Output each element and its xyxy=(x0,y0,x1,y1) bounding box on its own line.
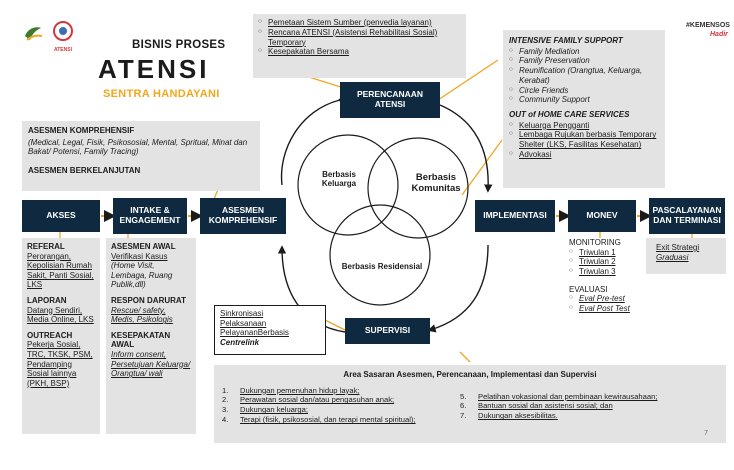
evaluasi-title: EVALUASI xyxy=(569,284,608,294)
hashtag-sub: Hadir xyxy=(710,31,728,38)
asesmen-panel-detail: (Medical, Legal, Fisik, Psikososial, Men… xyxy=(28,137,248,157)
referal-title: REFERAL xyxy=(27,242,65,251)
kesepakatan-title: KESEPAKATAN AWAL xyxy=(111,330,171,350)
hashtag: #KEMENSOS xyxy=(686,22,730,29)
asesmen-panel-title: ASESMEN KOMPREHENSIF xyxy=(28,126,135,135)
intensive-item: Circle Friends xyxy=(509,86,659,96)
outreach-text: Pekerja Sosial, TRC, TKSK, PSM, Pendampi… xyxy=(27,340,93,388)
pasca-line: Exit Strategi xyxy=(656,243,700,252)
connector-line xyxy=(437,59,499,101)
area-sasaran-list-left: 1.Dukungan pemenuhan hidup layak; 2.Pera… xyxy=(222,386,460,425)
sinkron-line: Centrelink xyxy=(220,337,260,347)
monitoring-title: MONITORING xyxy=(569,238,621,247)
kemensos-logo xyxy=(22,22,44,44)
top-bullet-item: Pemetaan Sistem Sumber (penvedia layanan… xyxy=(258,18,461,28)
area-sasaran-item: 5.Pelatihan vokasional dan pembinaan kew… xyxy=(460,391,658,401)
area-sasaran-item: 6.Bantuan sosial dan asistensi sosial; d… xyxy=(460,401,613,411)
connector-line xyxy=(461,139,503,196)
area-sasaran-item: 2.Perawatan sosial dan/atau pengasuhan a… xyxy=(222,395,395,405)
family-support-panel: INTENSIVE FAMILY SUPPORT Family Mediatio… xyxy=(503,30,665,188)
connector-line xyxy=(459,351,471,363)
intake-detail-panel: ASESMEN AWAL Verifikasi Kasus (Home Visi… xyxy=(106,238,196,434)
flow-box-akses: AKSES xyxy=(22,200,100,232)
title-line1: BISNIS PROSES xyxy=(132,39,226,51)
pasca-line: Graduasi xyxy=(656,252,689,262)
sinkron-line: Pelaksanaan xyxy=(220,318,267,328)
asesmen-awal-text2: (Home Visit, Lembaga, Ruang Publik,dll) xyxy=(111,261,173,290)
venn-label-komunitas: Berbasis Komunitas xyxy=(411,172,461,194)
venn-label-keluarga: Berbasis Keluarga xyxy=(321,170,357,189)
pasca-detail-panel: Exit Strategi Graduasi xyxy=(646,238,726,274)
area-sasaran-title: Area Sasaran Asesmen, Perencanaan, Imple… xyxy=(343,370,597,379)
flow-box-asesmen: ASESMEN KOMPREHENSIF xyxy=(200,198,286,234)
evaluasi-item: Eval Pre-test xyxy=(569,294,639,304)
cycle-arrow xyxy=(439,104,493,193)
monitoring-item: Triwulan 3 xyxy=(569,267,639,277)
cycle-arrow xyxy=(427,244,489,333)
respon-title: RESPON DARURAT xyxy=(111,295,186,305)
cycle-arrow xyxy=(277,245,346,333)
cycle-arrow xyxy=(280,94,347,186)
venn-circle-residensial xyxy=(329,204,431,306)
top-bullets-panel: Pemetaan Sistem Sumber (penvedia layanan… xyxy=(253,14,466,78)
area-sasaran-item: 3.Dukungan keluarga; xyxy=(222,405,308,415)
sinkron-line: Sinkronisasi xyxy=(220,309,264,318)
atensi-logo-text: ATENSI xyxy=(54,47,72,53)
laporan-text: Datang Sendiri, Media Online, LKS xyxy=(27,305,94,325)
venn-circle-keluarga xyxy=(297,134,399,236)
asesmen-awal-text1: Verifikasi Kasus xyxy=(111,251,168,261)
title-line2: ATENSI xyxy=(98,54,210,84)
area-sasaran-item: 4.Terapi (fisik, psikososial, dan terapi… xyxy=(222,415,416,425)
intensive-title: INTENSIVE FAMILY SUPPORT xyxy=(509,36,623,45)
area-sasaran-list-right: 5.Pelatihan vokasional dan pembinaan kew… xyxy=(460,392,710,425)
flow-box-supervisi: SUPERVISI xyxy=(345,318,430,344)
top-bullet-item: Rencana ATENSI (Asistensi Rehabilitasi S… xyxy=(258,28,461,48)
flow-box-intake: INTAKE & ENGAGEMENT xyxy=(113,198,187,234)
referal-text: Perorangan, Kepolisian Rumah Sakit, Pant… xyxy=(27,251,94,290)
flow-box-monev: MONEV xyxy=(568,200,636,232)
intensive-item: Family Mediation xyxy=(509,47,659,57)
intensive-item: Community Support xyxy=(509,95,659,105)
intensive-item: Reunification (Orangtua, Keluarga, Kerab… xyxy=(509,66,659,86)
monitoring-item: Triwulan 2 xyxy=(569,257,639,267)
outhome-item: Lembaga Rujukan berbasis Temporary Shelt… xyxy=(509,130,659,150)
flow-box-implementasi: IMPLEMENTASI xyxy=(475,200,555,232)
atensi-logo: ATENSI xyxy=(50,20,76,53)
outreach-title: OUTREACH xyxy=(27,330,73,340)
laporan-title: LAPORAN xyxy=(27,295,67,305)
kesepakatan-text: Inform consent, Persetujuan Keluarga/ Or… xyxy=(111,349,191,379)
connector-line xyxy=(324,319,346,331)
top-bullet-item: Kesepakatan Bersama xyxy=(258,47,461,57)
sinkronisasi-box: Sinkronisasi Pelaksanaan PelayananBerbas… xyxy=(214,305,326,355)
venn-circle-komunitas xyxy=(367,137,469,239)
respon-text: Rescue/ safety, Medis, Psikologis xyxy=(111,305,173,325)
monitoring-item: Triwulan 1 xyxy=(569,248,639,258)
outhome-item: Advokasi xyxy=(509,150,659,160)
venn-label-residensial: Berbasis Residensial xyxy=(341,262,423,271)
asesmen-panel: ASESMEN KOMPREHENSIF (Medical, Legal, Fi… xyxy=(22,121,260,191)
monev-detail: MONITORING Triwulan 1 Triwulan 2 Triwula… xyxy=(569,238,639,363)
sinkron-line: PelayananBerbasis xyxy=(220,328,289,338)
outhome-item: Keluarga Pengganti xyxy=(509,121,659,131)
area-sasaran-item: 7.Dukungan aksesibilitas. xyxy=(460,411,558,421)
akses-detail-panel: REFERAL Perorangan, Kepolisian Rumah Sak… xyxy=(22,238,100,434)
evaluasi-item: Eval Post Test xyxy=(569,304,639,314)
page-number: 7 xyxy=(704,430,708,437)
subtitle: SENTRA HANDAYANI xyxy=(103,88,220,100)
area-sasaran-item: 1.Dukungan pemenuhan hidup layak; xyxy=(222,385,360,395)
area-sasaran-panel: Area Sasaran Asesmen, Perencanaan, Imple… xyxy=(214,365,726,443)
flow-box-perencanaan: PERENCANAAN ATENSI xyxy=(340,82,440,118)
asesmen-awal-title: ASESMEN AWAL xyxy=(111,242,176,251)
flow-box-pascalayanan: PASCALAYANAN DAN TERMINASI xyxy=(649,198,725,234)
asesmen-berkelanjutan: ASESMEN BERKELANJUTAN xyxy=(28,165,141,175)
intensive-item: Family Preservation xyxy=(509,56,659,66)
outhome-title: OUT of HOME CARE SERVICES xyxy=(509,110,630,120)
